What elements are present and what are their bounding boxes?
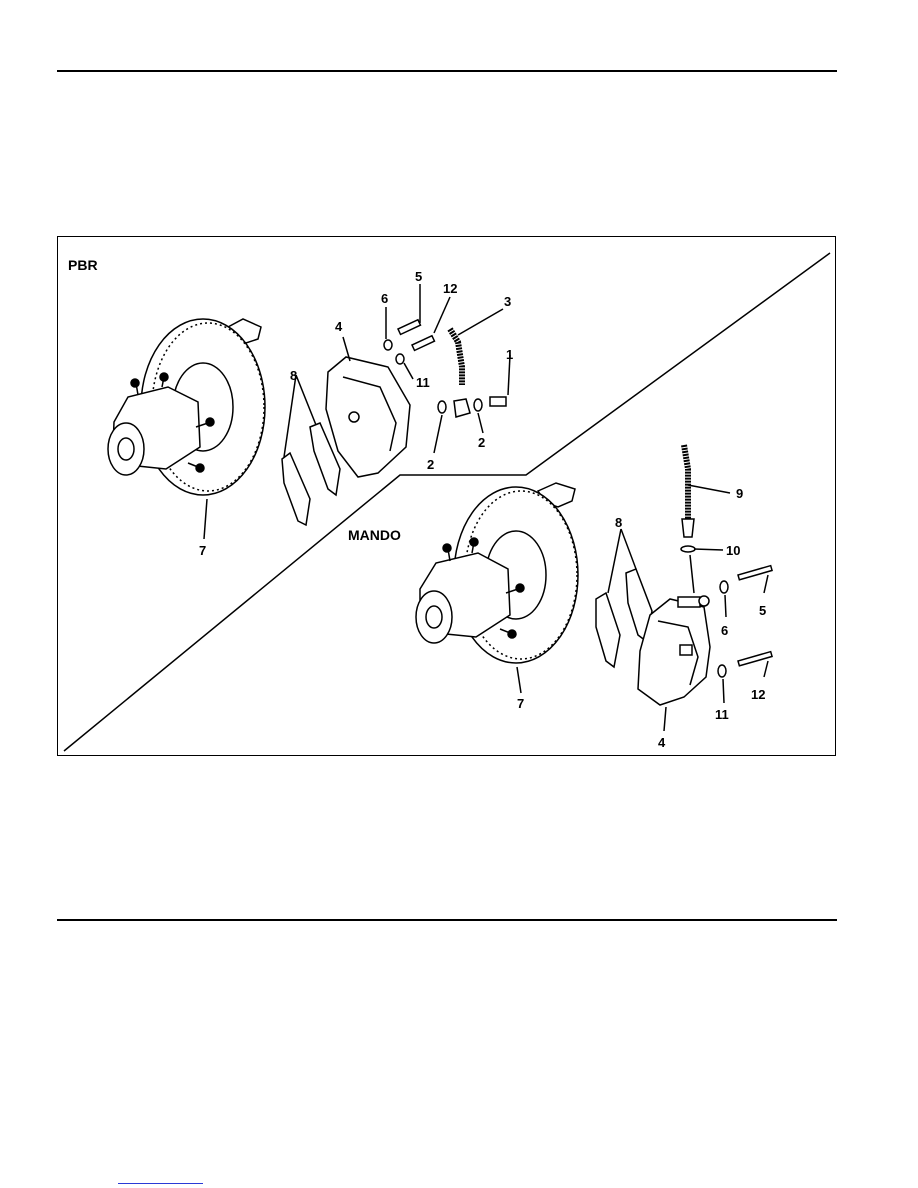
pbr-bush-11	[395, 353, 405, 365]
pbr-callout-1: 1	[506, 347, 513, 362]
pbr-hub	[107, 372, 215, 476]
mando-callout-6: 6	[721, 623, 728, 638]
pbr-washer-2b	[473, 398, 483, 412]
mando-callout-5: 5	[759, 603, 766, 618]
mando-callout-9: 9	[736, 486, 743, 501]
pbr-callout-7: 7	[199, 543, 206, 558]
mando-callout-8: 8	[615, 515, 622, 530]
pbr-bolt-5	[397, 318, 422, 336]
mando-bolt-12	[737, 650, 773, 667]
brake-exploded-diagram: 5 12 3 6 4 1 8 11 2 2 7	[63, 252, 831, 752]
pbr-bolt-12	[411, 334, 436, 352]
mando-callout-4: 4	[658, 735, 666, 750]
footer-link-underline[interactable]	[118, 1183, 203, 1184]
pbr-washer-2a	[437, 400, 447, 414]
pbr-brake-hose	[447, 327, 465, 385]
top-rule	[57, 70, 837, 72]
pbr-callout-6: 6	[381, 291, 388, 306]
pbr-callout-5: 5	[415, 269, 422, 284]
variant-divider	[63, 252, 831, 752]
exploded-view-frame: PBR MANDO	[57, 236, 836, 756]
pbr-callout-2a: 2	[427, 457, 434, 472]
mando-callout-10: 10	[726, 543, 740, 558]
mando-callout-7: 7	[517, 696, 524, 711]
mando-washer-10	[680, 545, 696, 553]
mando-callout-11: 11	[715, 707, 729, 722]
pbr-pad-outer	[281, 451, 311, 527]
mando-assembly	[415, 444, 773, 732]
pbr-label: PBR	[68, 257, 98, 273]
pbr-callout-2b: 2	[478, 435, 485, 450]
mando-hub	[415, 537, 525, 644]
pbr-callout-8: 8	[290, 368, 297, 383]
mando-brake-hose	[681, 444, 691, 519]
pbr-assembly	[107, 284, 511, 540]
pbr-pad-inner	[309, 422, 341, 497]
pbr-bush-6	[383, 339, 393, 351]
pbr-caliper	[325, 356, 411, 478]
pbr-banjo	[453, 398, 471, 418]
pbr-union-bolt-1	[489, 396, 507, 407]
mando-callout-12: 12	[751, 687, 765, 702]
pbr-callout-3: 3	[504, 294, 511, 309]
pbr-callout-4: 4	[335, 319, 343, 334]
pbr-callout-12: 12	[443, 281, 457, 296]
mando-bush-11	[717, 664, 727, 678]
pbr-callout-11: 11	[416, 375, 430, 390]
bottom-rule	[57, 919, 837, 921]
mando-bush-6	[719, 580, 729, 594]
mando-label: MANDO	[348, 527, 401, 543]
mando-bolt-5	[737, 564, 773, 581]
mando-pad-outer	[595, 591, 621, 669]
